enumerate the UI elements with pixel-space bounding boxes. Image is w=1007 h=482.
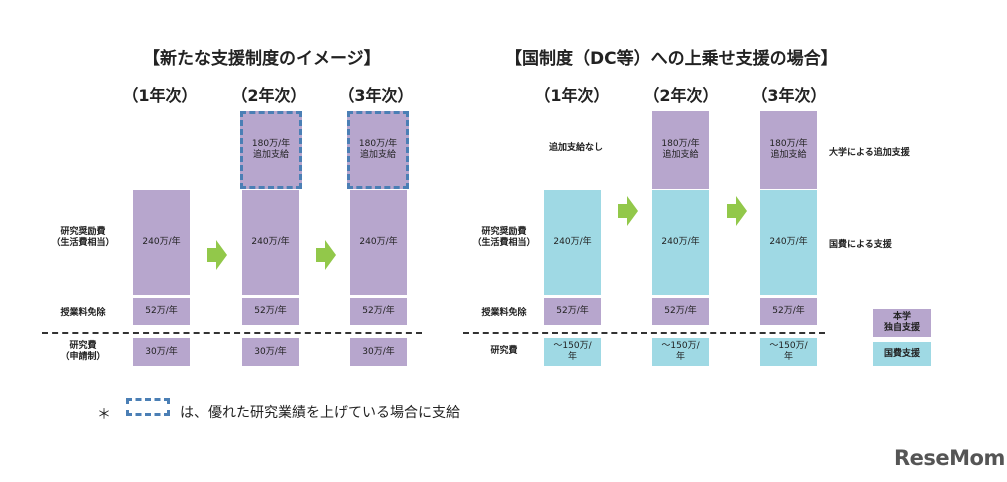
left-y2-additional-value: 180万/年 追加支給 xyxy=(251,139,291,160)
right-label-research: 研究費 xyxy=(490,346,518,356)
right-y1-research: ～150万/ 年 xyxy=(544,338,601,366)
right-y2-research: ～150万/ 年 xyxy=(652,338,709,366)
left-y3-stipend: 240万/年 xyxy=(350,190,407,295)
left-y2-additional: 180万/年 追加支給 xyxy=(240,111,302,189)
right-label-stipend: 研究奨励費 （生活費相当） xyxy=(472,227,536,248)
right-y1-tuition: 52万/年 xyxy=(544,298,601,325)
note-star: ＊ xyxy=(97,407,111,423)
left-title: 【新たな支援制度のイメージ】 xyxy=(143,49,381,69)
note-dashed-sample xyxy=(126,398,170,416)
left-y2-research: 30万/年 xyxy=(242,338,299,366)
right-y3-tuition-value: 52万/年 xyxy=(772,306,805,316)
left-label-tuition: 授業料免除 xyxy=(60,308,106,318)
right-y1-tuition-value: 52万/年 xyxy=(556,306,589,316)
right-y2-tuition-value: 52万/年 xyxy=(664,306,697,316)
left-label-research: 研究費 （申請制） xyxy=(60,341,106,362)
left-year-1: （1年次） xyxy=(122,86,198,105)
left-y2-tuition: 52万/年 xyxy=(242,298,299,325)
left-y1-tuition-value: 52万/年 xyxy=(145,306,178,316)
right-y1-stipend: 240万/年 xyxy=(544,190,601,295)
left-y3-stipend-value: 240万/年 xyxy=(359,237,398,247)
right-y3-stipend-value: 240万/年 xyxy=(769,237,808,247)
left-y1-tuition: 52万/年 xyxy=(133,298,190,325)
side-label-university: 大学による追加支援 xyxy=(829,148,910,158)
left-y3-tuition: 52万/年 xyxy=(350,298,407,325)
left-label-stipend: 研究奨励費 （生活費相当） xyxy=(51,227,115,248)
resemom-logo: ReseMom xyxy=(894,446,1005,470)
left-y1-stipend: 240万/年 xyxy=(133,190,190,295)
legend-university: 本学 独自支援 xyxy=(873,309,931,337)
right-y2-tuition: 52万/年 xyxy=(652,298,709,325)
left-y2-stipend-value: 240万/年 xyxy=(251,237,290,247)
left-y3-tuition-value: 52万/年 xyxy=(362,306,395,316)
left-y1-research-value: 30万/年 xyxy=(145,346,178,357)
legend-national: 国費支援 xyxy=(873,342,931,366)
left-y3-research: 30万/年 xyxy=(350,338,407,366)
note-text: は、優れた研究業績を上げている場合に支給 xyxy=(180,405,460,421)
left-y3-additional-value: 180万/年 追加支給 xyxy=(358,139,398,160)
right-title: 【国制度（DC等）への上乗せ支援の場合】 xyxy=(505,49,838,69)
left-year-2: （2年次） xyxy=(231,86,307,105)
left-y1-research: 30万/年 xyxy=(133,338,190,366)
right-y1-stipend-value: 240万/年 xyxy=(553,237,592,247)
side-label-national: 国費による支援 xyxy=(829,240,892,250)
left-y3-additional: 180万/年 追加支給 xyxy=(347,111,409,189)
left-y1-stipend-value: 240万/年 xyxy=(142,237,181,247)
right-year-2: （2年次） xyxy=(643,86,719,105)
right-y2-stipend: 240万/年 xyxy=(652,190,709,295)
right-y2-additional: 180万/年 追加支給 xyxy=(652,111,709,189)
left-y3-research-value: 30万/年 xyxy=(362,346,395,357)
right-y2-stipend-value: 240万/年 xyxy=(661,237,700,247)
right-y2-research-value: ～150万/ 年 xyxy=(661,341,700,362)
left-y2-stipend: 240万/年 xyxy=(242,190,299,295)
right-y1-no-additional: 追加支給なし xyxy=(548,143,603,153)
right-y3-research-value: ～150万/ 年 xyxy=(769,341,808,362)
left-y2-research-value: 30万/年 xyxy=(254,346,287,357)
right-divider xyxy=(463,332,825,334)
right-y1-research-value: ～150万/ 年 xyxy=(553,341,592,362)
right-year-1: （1年次） xyxy=(534,86,610,105)
right-y3-tuition: 52万/年 xyxy=(760,298,817,325)
right-y2-additional-value: 180万/年 追加支給 xyxy=(661,139,700,160)
legend-university-label: 本学 独自支援 xyxy=(883,312,920,333)
left-year-3: （3年次） xyxy=(338,86,414,105)
right-y3-additional: 180万/年 追加支給 xyxy=(760,111,817,189)
right-y3-research: ～150万/ 年 xyxy=(760,338,817,366)
right-label-tuition: 授業料免除 xyxy=(481,308,527,318)
right-y3-additional-value: 180万/年 追加支給 xyxy=(769,139,808,160)
legend-national-label: 国費支援 xyxy=(883,348,920,359)
right-year-3: （3年次） xyxy=(751,86,827,105)
left-divider xyxy=(42,332,422,334)
right-y3-stipend: 240万/年 xyxy=(760,190,817,295)
left-y2-tuition-value: 52万/年 xyxy=(254,306,287,316)
